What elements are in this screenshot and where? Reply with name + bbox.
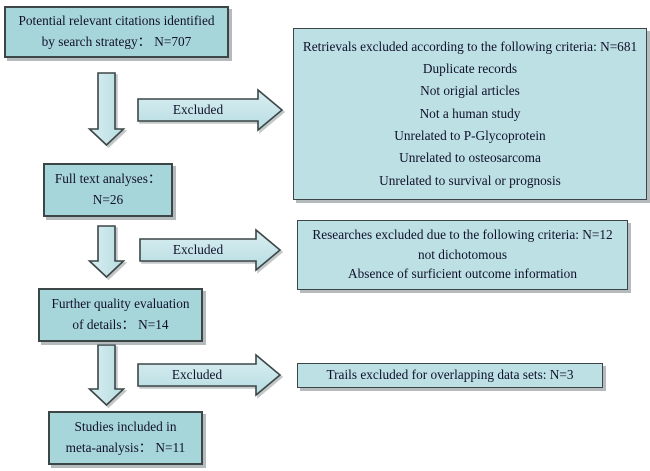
box-potential-citations: Potential relevant citations identified …: [4, 6, 229, 58]
box-researches-excluded: Researches excluded due to the following…: [297, 220, 628, 290]
box-text-line: Absence of surficient outcome informatio…: [348, 266, 577, 282]
box-text-line: Further quality evaluation: [51, 295, 190, 311]
excluded-arrow-label: Excluded: [172, 102, 224, 117]
box-quality-evaluation: Further quality evaluation of details： N…: [38, 288, 203, 342]
box-studies-included: Studies included in meta-analysis： N=11: [48, 411, 203, 465]
box-text-line: Researches excluded due to the following…: [312, 227, 613, 243]
box-text-line: Full text analyses：: [54, 170, 162, 186]
box-text-line: meta-analysis： N=11: [65, 440, 186, 456]
box-trails-excluded: Trails excluded for overlapping data set…: [297, 363, 603, 388]
excluded-arrow-label: Excluded: [172, 242, 224, 257]
excluded-arrow-label: Excluded: [171, 367, 223, 382]
box-text-line: N=26: [92, 192, 124, 208]
box-text-line: Potential relevant citations identified: [18, 13, 215, 29]
box-retrievals-excluded: Retrievals excluded according to the fol…: [293, 28, 647, 200]
box-text-line: not dichotomous: [417, 246, 507, 262]
box-text-line: Trails excluded for overlapping data set…: [326, 367, 574, 383]
box-text-line: Unrelated to osteosarcoma: [399, 150, 541, 166]
box-full-text-analyses: Full text analyses： N=26: [43, 163, 173, 217]
box-text-line: Retrievals excluded according to the fol…: [302, 38, 638, 54]
box-text-line: Unrelated to P-Glycoprotein: [394, 128, 546, 144]
box-text-line: Not origial articles: [420, 83, 520, 99]
box-text-line: Studies included in: [74, 418, 177, 434]
box-text-line: of details： N=14: [72, 317, 169, 333]
box-text-line: Unrelated to survival or prognosis: [379, 172, 561, 188]
down-arrow-1: [87, 72, 126, 147]
box-text-line: by search strategy： N=707: [41, 34, 192, 50]
down-arrow-2: [87, 225, 126, 279]
box-text-line: Duplicate records: [422, 61, 518, 77]
down-arrow-3: [87, 344, 126, 407]
box-text-line: Not a human study: [419, 105, 521, 121]
